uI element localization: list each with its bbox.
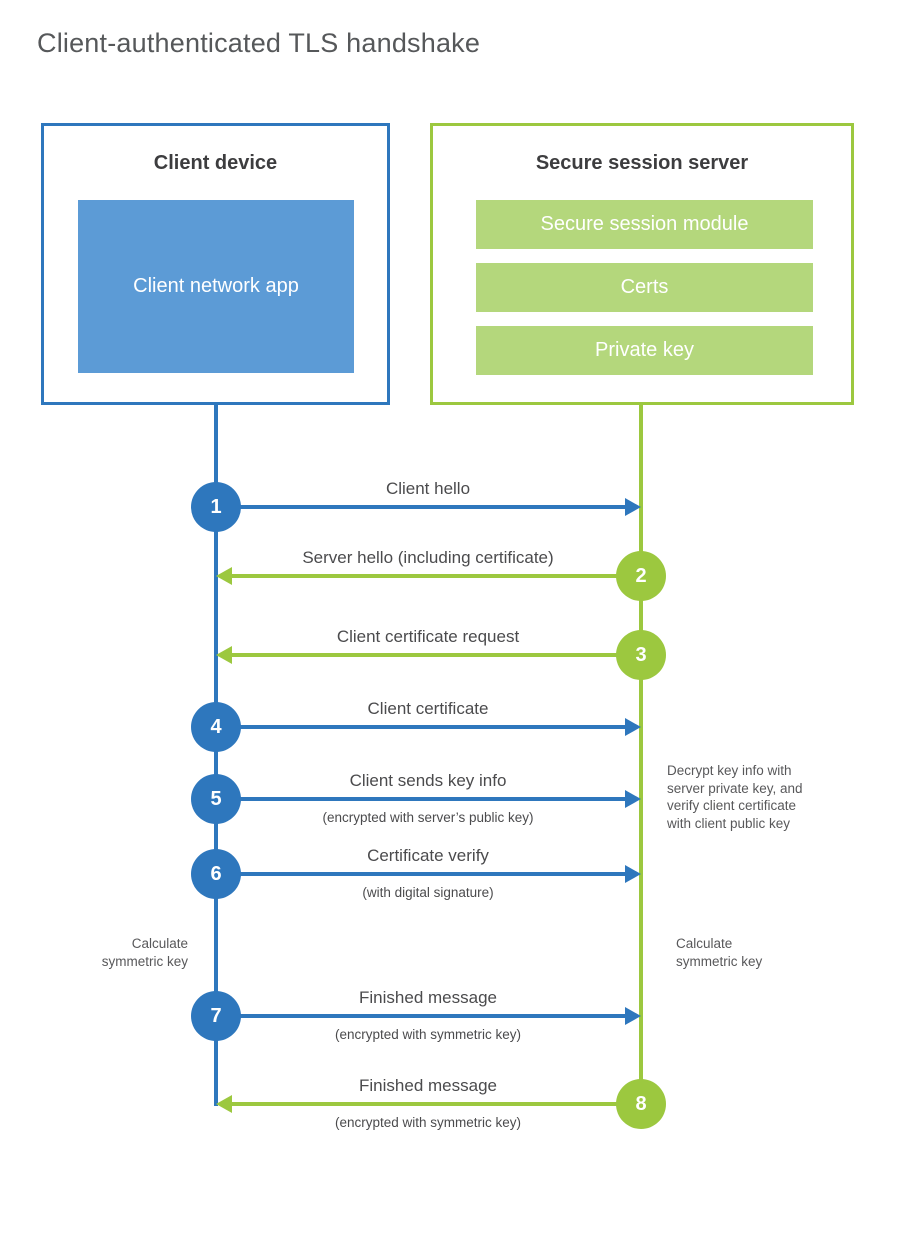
message-arrow-head-icon	[216, 567, 232, 585]
message-label: Finished message	[359, 988, 497, 1007]
calculate-symmetric-key-note-client: Calculate symmetric key	[101, 936, 188, 969]
client-lifeline	[214, 405, 218, 1106]
server-lifeline	[639, 405, 643, 1104]
step-number-badge: 3	[616, 630, 666, 680]
message-label: Certificate verify	[367, 846, 489, 865]
message-sublabel: (encrypted with symmetric key)	[334, 1115, 522, 1130]
message-sublabel: (encrypted with server’s public key)	[322, 810, 534, 825]
step-number: 8	[635, 1092, 647, 1115]
message-sublabel: (encrypted with symmetric key)	[334, 1027, 522, 1042]
message-arrow-line	[232, 574, 618, 578]
message-arrow-head-icon	[625, 498, 641, 516]
message-label: Client certificate	[367, 699, 489, 718]
message-arrow-head-icon	[625, 865, 641, 883]
server-module-certs: Certs	[476, 263, 813, 312]
message-arrow-line	[232, 653, 618, 657]
step-number-badge: 6	[191, 849, 241, 899]
step-number: 3	[635, 643, 647, 666]
step-number: 7	[210, 1004, 222, 1027]
message-arrow-head-icon	[625, 1007, 641, 1025]
message-arrow-line	[239, 505, 625, 509]
message-arrow-line	[232, 1102, 618, 1106]
calculate-symmetric-key-note-server: Calculate symmetric key	[676, 936, 763, 969]
server-module-secure-session: Secure session module	[476, 200, 813, 249]
message-arrow-line	[239, 1014, 625, 1018]
step-number-badge: 7	[191, 991, 241, 1041]
step-number: 1	[210, 495, 222, 518]
step-number: 6	[210, 862, 222, 885]
server-modules-list: Secure session module Certs Private key	[476, 200, 813, 375]
message-arrow-head-icon	[216, 1095, 232, 1113]
message-label: Client hello	[385, 479, 471, 498]
page-title: Client-authenticated TLS handshake	[37, 28, 481, 58]
step-number-badge: 2	[616, 551, 666, 601]
step-number-badge: 8	[616, 1079, 666, 1129]
client-network-app-box: Client network app	[78, 200, 354, 373]
message-arrow-head-icon	[216, 646, 232, 664]
secure-session-server-box: Secure session server Secure session mod…	[430, 123, 854, 405]
secure-session-server-title: Secure session server	[535, 152, 749, 174]
message-arrow-head-icon	[625, 718, 641, 736]
message-arrow-head-icon	[625, 790, 641, 808]
decrypt-key-note: Decrypt key info with server private key…	[667, 763, 803, 831]
step-number-badge: 1	[191, 482, 241, 532]
client-network-app-label: Client network app	[133, 275, 299, 297]
step-number: 5	[210, 787, 222, 810]
message-arrow-line	[239, 725, 625, 729]
step-number: 4	[210, 715, 222, 738]
message-arrow-line	[239, 797, 625, 801]
step-number-badge: 4	[191, 702, 241, 752]
server-module-private-key: Private key	[476, 326, 813, 375]
step-number: 2	[635, 564, 647, 587]
message-sublabel: (with digital signature)	[362, 885, 494, 900]
message-arrow-line	[239, 872, 625, 876]
step-number-badge: 5	[191, 774, 241, 824]
client-device-box: Client device Client network app	[41, 123, 390, 405]
message-label: Client sends key info	[349, 771, 507, 790]
message-label: Client certificate request	[336, 627, 520, 646]
client-device-title: Client device	[153, 152, 278, 174]
message-label: Finished message	[359, 1076, 497, 1095]
message-label: Server hello (including certificate)	[302, 548, 554, 567]
